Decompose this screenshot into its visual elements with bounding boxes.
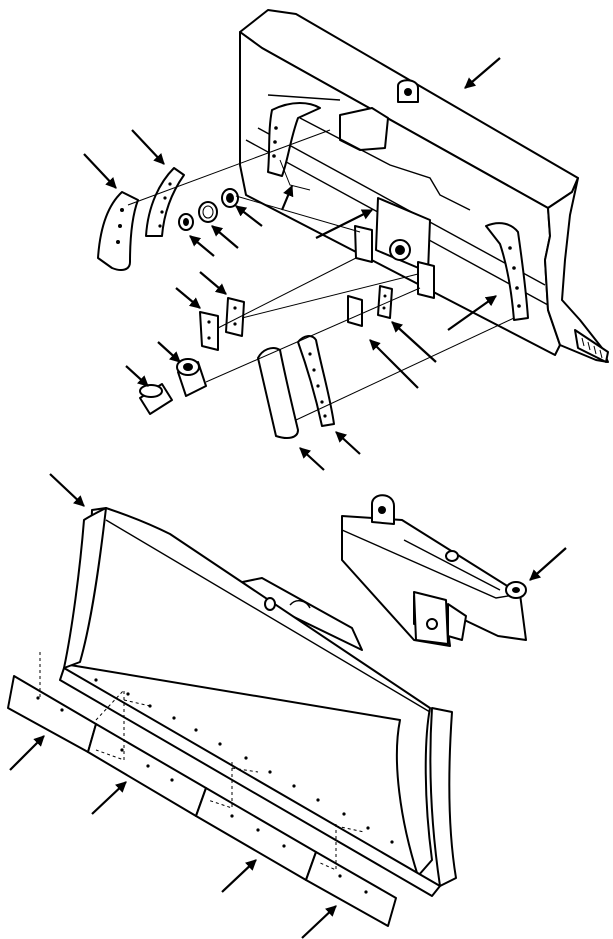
cutting-edge-left-callout xyxy=(91,781,127,815)
bushing xyxy=(176,358,207,397)
left-plate-outer xyxy=(97,191,139,271)
pin-callout xyxy=(125,365,149,387)
washer-large-callout xyxy=(235,205,263,227)
cutting-edge-center-callout xyxy=(221,859,257,893)
washer-small-callout xyxy=(189,235,215,257)
frame-callout xyxy=(464,57,501,89)
lower-plate-inner xyxy=(297,335,335,427)
frame-bracket-right xyxy=(417,261,435,299)
cutting-edge-center-2 xyxy=(195,787,317,881)
right-plate-callout xyxy=(447,295,497,331)
end-bit-left-callout xyxy=(9,735,45,771)
cutting-edge-right xyxy=(305,851,397,927)
moldboard-callout xyxy=(49,473,85,507)
right-pad-shim-callout xyxy=(391,321,437,363)
shim-upper xyxy=(199,311,219,351)
callout-arrows xyxy=(9,57,567,939)
pin xyxy=(139,383,173,415)
cutting-edge-right-callout xyxy=(301,905,337,939)
moldboard xyxy=(59,507,457,897)
frame-bracket-left xyxy=(354,225,373,263)
c-frame xyxy=(239,9,609,363)
bolt-alignment-lines xyxy=(39,652,365,871)
bushing-callout xyxy=(157,341,181,363)
push-frame xyxy=(341,494,527,647)
washer-set xyxy=(178,188,239,231)
right-pad xyxy=(347,295,363,327)
lower-plate-outer xyxy=(257,347,299,439)
left-plate-inner-callout xyxy=(131,129,165,165)
shim-upper-callout xyxy=(175,287,201,309)
shim-lower-callout xyxy=(199,271,227,295)
frame-stud-callout xyxy=(280,184,294,211)
wear-pad-center-callout xyxy=(315,209,373,239)
right-pad-callout xyxy=(369,339,419,389)
right-pad-shim xyxy=(377,285,393,319)
left-plate-inner xyxy=(145,167,185,237)
push-frame-callout xyxy=(529,547,567,581)
lower-plate-inner-callout xyxy=(335,431,361,455)
left-plate-outer-callout xyxy=(83,153,117,189)
spacer-callout xyxy=(211,225,239,249)
lower-plate-outer-callout xyxy=(299,447,325,471)
shim-lower xyxy=(225,297,245,337)
